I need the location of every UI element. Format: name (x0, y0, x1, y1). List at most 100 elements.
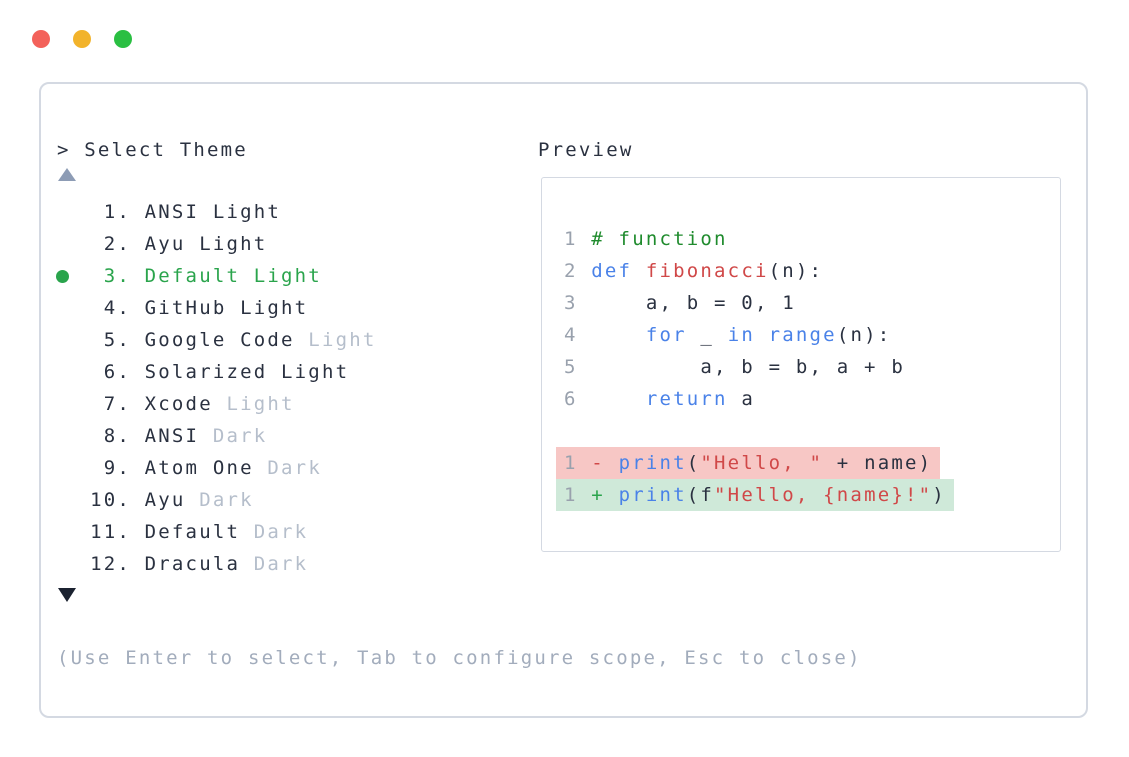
line-number: 1 (564, 228, 578, 250)
item-number: 8. (103, 425, 131, 447)
token-str: "Hello, {name}!" (714, 484, 933, 506)
theme-list-item[interactable]: 10. Ayu Dark (41, 484, 556, 516)
line-number: 4 (564, 324, 578, 346)
token-plain: ( (686, 452, 701, 474)
theme-list-item[interactable]: 5. Google Code Light (41, 324, 556, 356)
window-controls (32, 30, 132, 48)
token-plain: ) (932, 484, 946, 506)
item-label: Google Code (131, 329, 295, 351)
scroll-up-icon[interactable] (58, 168, 76, 181)
theme-list-item[interactable]: 4. GitHub Light (41, 292, 556, 324)
theme-list-item[interactable]: 8. ANSI Dark (41, 420, 556, 452)
item-number: 12. (90, 553, 131, 575)
minimize-button[interactable] (73, 30, 91, 48)
keyboard-hint: (Use Enter to select, Tab to configure s… (57, 647, 862, 669)
code-line (564, 415, 1060, 447)
token-kw: for (645, 324, 687, 346)
token-plain: _ (686, 324, 728, 346)
token-plain (591, 388, 646, 410)
item-label: Default (131, 521, 241, 543)
code-line: 6 return a (564, 383, 1060, 415)
item-variant-tag: Dark (253, 457, 322, 479)
item-label: Atom One (131, 457, 254, 479)
item-number: 1. (103, 201, 131, 223)
token-plain (591, 324, 646, 346)
item-variant-tag: Dark (199, 425, 268, 447)
item-variant-tag: Light (212, 393, 295, 415)
token-plain: a, b = 0, 1 (591, 292, 796, 314)
selected-bullet-icon (56, 270, 69, 283)
token-kw: print (618, 452, 687, 474)
line-number: 1 (564, 484, 578, 506)
token-comment: # function (591, 228, 728, 250)
token-kw: range (768, 324, 837, 346)
line-number: 6 (564, 388, 578, 410)
token-str: "Hello, " (700, 452, 824, 474)
close-button[interactable] (32, 30, 50, 48)
token-plain: a (727, 388, 755, 410)
item-number: 10. (90, 489, 131, 511)
code-line: 4 for _ in range(n): (564, 319, 1060, 351)
item-label: Default Light (131, 265, 322, 287)
theme-list-item[interactable]: 11. Default Dark (41, 516, 556, 548)
item-number: 7. (103, 393, 131, 415)
token-plain: + name) (823, 452, 933, 474)
token-plain: a, b = b, a + b (591, 356, 905, 378)
token-plain (632, 260, 646, 282)
token-plus: + (591, 484, 605, 506)
preview-title: Preview (538, 139, 634, 161)
item-label: Ayu (131, 489, 186, 511)
item-label: GitHub Light (131, 297, 309, 319)
diff-line-removed: 1 - print("Hello, " + name) (556, 447, 1060, 479)
theme-list-item[interactable]: 6. Solarized Light (41, 356, 556, 388)
token-plain: (n): (768, 260, 824, 282)
item-label: ANSI (131, 425, 200, 447)
token-minus: - (591, 452, 605, 474)
line-number: 1 (564, 452, 578, 474)
item-number: 11. (90, 521, 131, 543)
token-plain (605, 484, 619, 506)
diff-line-added: 1 + print(f"Hello, {name}!") (556, 479, 1060, 511)
item-variant-tag: Dark (185, 489, 254, 511)
item-variant-tag: Light (294, 329, 377, 351)
token-plain: (f (686, 484, 715, 506)
line-number: 3 (564, 292, 578, 314)
token-kw: print (618, 484, 687, 506)
code-line: 3 a, b = 0, 1 (564, 287, 1060, 319)
code-line: 2 def fibonacci(n): (564, 255, 1060, 287)
diff-highlight-added: 1 + print(f"Hello, {name}!") (556, 479, 954, 511)
token-fn: fibonacci (645, 260, 769, 282)
theme-list-item[interactable]: 9. Atom One Dark (41, 452, 556, 484)
theme-list-item[interactable]: 2. Ayu Light (41, 228, 556, 260)
item-label: Solarized Light (131, 361, 350, 383)
diff-highlight-removed: 1 - print("Hello, " + name) (556, 447, 941, 479)
token-kw: def (591, 260, 633, 282)
code-line: 1 # function (564, 223, 1060, 255)
token-kw: in (727, 324, 755, 346)
item-number: 4. (103, 297, 131, 319)
item-number: 9. (103, 457, 131, 479)
line-number: 5 (564, 356, 578, 378)
theme-list-item[interactable]: 12. Dracula Dark (41, 548, 556, 580)
zoom-button[interactable] (114, 30, 132, 48)
theme-list-item[interactable]: 3. Default Light (41, 260, 556, 292)
theme-list-item[interactable]: 7. Xcode Light (41, 388, 556, 420)
token-plain (755, 324, 769, 346)
item-number: 3. (103, 265, 131, 287)
item-number: 5. (103, 329, 131, 351)
scroll-down-icon[interactable] (58, 588, 76, 602)
token-plain: (n): (836, 324, 892, 346)
token-kw: return (645, 388, 728, 410)
item-variant-tag: Dark (240, 521, 309, 543)
item-number: 6. (103, 361, 131, 383)
item-number: 2. (103, 233, 131, 255)
code-line: 5 a, b = b, a + b (564, 351, 1060, 383)
item-label: ANSI Light (131, 201, 282, 223)
item-variant-tag: Dark (240, 553, 309, 575)
theme-list-item[interactable]: 1. ANSI Light (41, 196, 556, 228)
